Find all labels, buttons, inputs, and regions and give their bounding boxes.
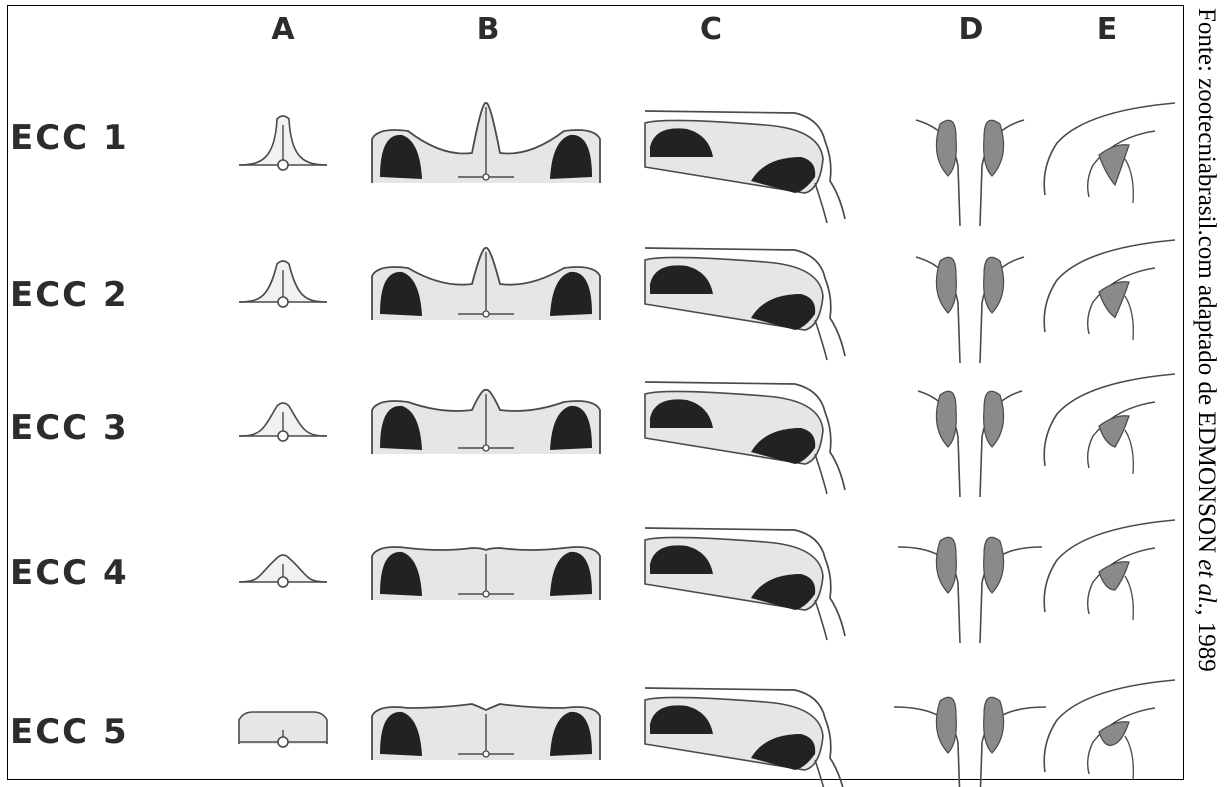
- ecc3-fossa: [1099, 416, 1129, 447]
- ecc2-hook-right: [984, 257, 1004, 313]
- ecc3-row-illustrations: [239, 374, 1175, 497]
- ecc1-fossa: [1099, 145, 1129, 185]
- ecc4-thigh-line: [815, 600, 827, 640]
- ecc3-leg-line: [1125, 430, 1133, 474]
- ecc1-thigh-line: [815, 183, 827, 223]
- ecc3-back-outline: [918, 391, 1022, 497]
- ecc1-leg-line: [1125, 159, 1133, 203]
- ecc4-spine-vertebra: [278, 577, 288, 587]
- ecc5-hook-right: [984, 697, 1004, 753]
- ecc5-row-illustrations: [239, 680, 1175, 787]
- ecc5-leg-line: [1125, 736, 1133, 780]
- ecc4-hook-right: [984, 537, 1004, 593]
- ecc1-row-illustrations: [239, 103, 1175, 226]
- ecc4-tail-joint: [483, 591, 489, 597]
- ecc2-tail-joint: [483, 311, 489, 317]
- ecc1-hook-right: [984, 120, 1004, 176]
- ecc5-fossa: [1099, 722, 1129, 746]
- ecc3-hook-left: [936, 391, 956, 447]
- ecc1-hook-left: [936, 120, 956, 176]
- ecc3-tail-joint: [483, 445, 489, 451]
- ecc4-back-outline: [898, 547, 1042, 643]
- ecc4-leg-line: [1125, 576, 1133, 620]
- ecc2-leg-line: [1125, 296, 1133, 340]
- ecc2-row-illustrations: [239, 240, 1175, 363]
- ecc2-back-outline: [916, 257, 1024, 363]
- ecc5-tail-curve: [1088, 708, 1155, 774]
- ecc1-tail-joint: [483, 174, 489, 180]
- ecc3-spine-vertebra: [278, 431, 288, 441]
- ecc5-spine-vertebra: [278, 737, 288, 747]
- ecc4-fossa: [1099, 562, 1129, 590]
- ecc5-hook-left: [936, 697, 956, 753]
- ecc5-tail-joint: [483, 751, 489, 757]
- ecc2-spine-vertebra: [278, 297, 288, 307]
- ecc2-hook-left: [936, 257, 956, 313]
- ecc4-hook-left: [936, 537, 956, 593]
- ecc1-back-outline: [916, 120, 1024, 226]
- ecc2-thigh-line: [815, 320, 827, 360]
- ecc5-thigh-line: [815, 760, 827, 787]
- ecc3-hook-right: [984, 391, 1004, 447]
- ecc5-back-outline: [894, 707, 1046, 787]
- ecc2-fossa: [1099, 282, 1129, 318]
- ecc4-row-illustrations: [239, 520, 1175, 643]
- ecc3-thigh-line: [815, 454, 827, 494]
- ecc1-spine-vertebra: [278, 160, 288, 170]
